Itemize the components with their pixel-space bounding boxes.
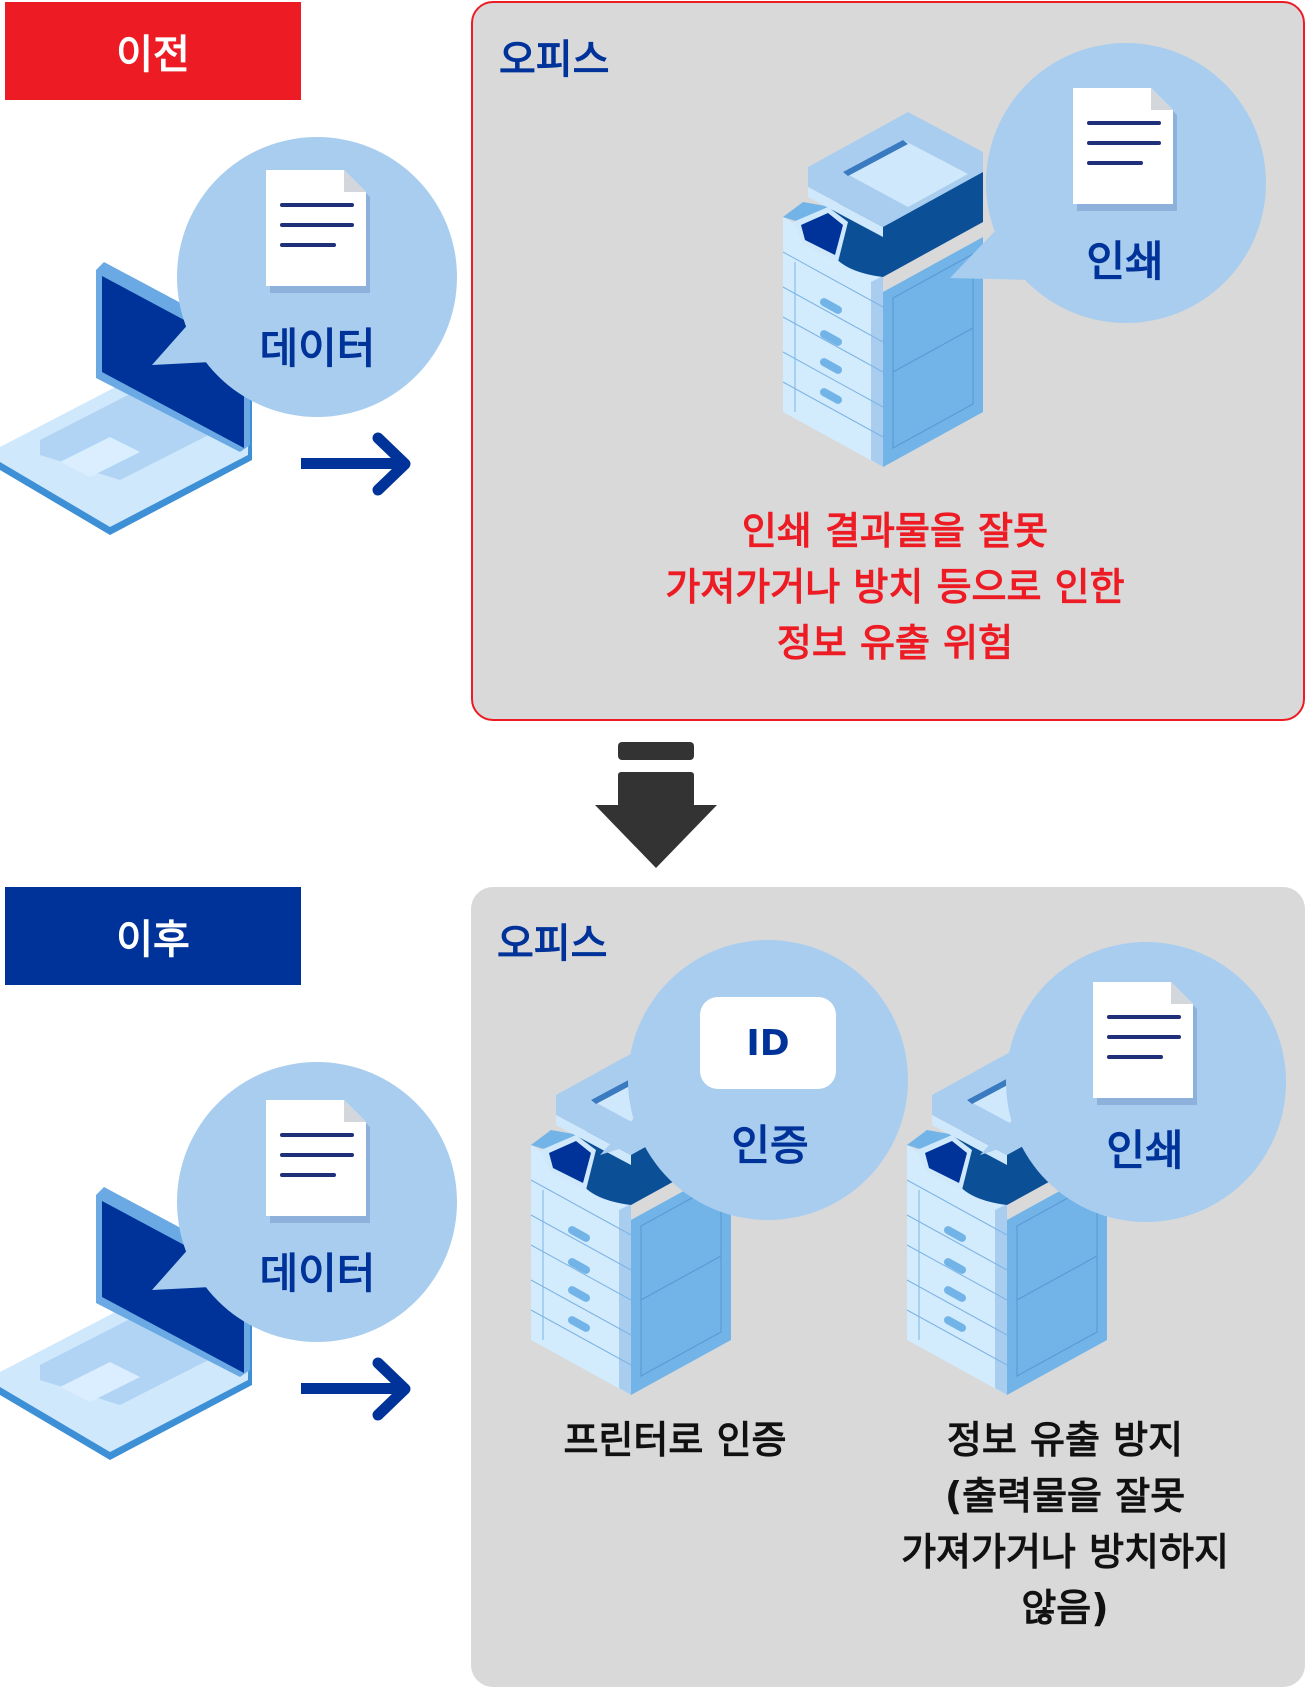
- after-label: 이후: [5, 887, 301, 985]
- prevent-line: 정보 유출 방지: [946, 1418, 1184, 1462]
- risk-line: 인쇄 결과물을 잘못: [741, 509, 1049, 553]
- auth-caption: 프린터로 인증: [563, 1418, 787, 1462]
- risk-line: 가져가거나 방치 등으로 인한: [665, 565, 1125, 609]
- arrow-right-icon: [301, 1363, 411, 1423]
- after-label-text: 이후: [116, 917, 190, 963]
- before-data-label: 데이터: [259, 324, 376, 373]
- before-office-title: 오피스: [499, 37, 610, 83]
- prevent-line: 가져가거나 방치하지: [901, 1530, 1229, 1574]
- id-card-icon: ID: [700, 997, 836, 1089]
- document-icon: [266, 1100, 370, 1223]
- before-print-label: 인쇄: [1086, 237, 1164, 286]
- after-print-label: 인쇄: [1106, 1126, 1184, 1175]
- risk-line: 정보 유출 위험: [776, 621, 1014, 665]
- prevent-line: (출력물을 잘못: [944, 1474, 1186, 1518]
- prevent-caption: 정보 유출 방지 (출력물을 잘못 가져가거나 방치하지 않음): [860, 1412, 1270, 1636]
- prevent-line: 않음): [1021, 1586, 1109, 1630]
- arrow-down-icon: [595, 742, 717, 868]
- document-icon: [1073, 88, 1177, 211]
- document-icon: [1093, 982, 1197, 1105]
- document-icon: [266, 170, 370, 293]
- risk-caption: 인쇄 결과물을 잘못 가져가거나 방치 등으로 인한 정보 유출 위험: [560, 503, 1230, 671]
- id-badge-text: ID: [746, 1022, 790, 1064]
- after-data-label: 데이터: [259, 1249, 376, 1298]
- after-office-title: 오피스: [497, 921, 608, 967]
- before-label-text: 이전: [116, 32, 190, 78]
- speech-bubble: [600, 940, 908, 1220]
- before-label: 이전: [5, 2, 301, 100]
- auth-label: 인증: [731, 1121, 809, 1170]
- arrow-right-icon: [301, 438, 411, 498]
